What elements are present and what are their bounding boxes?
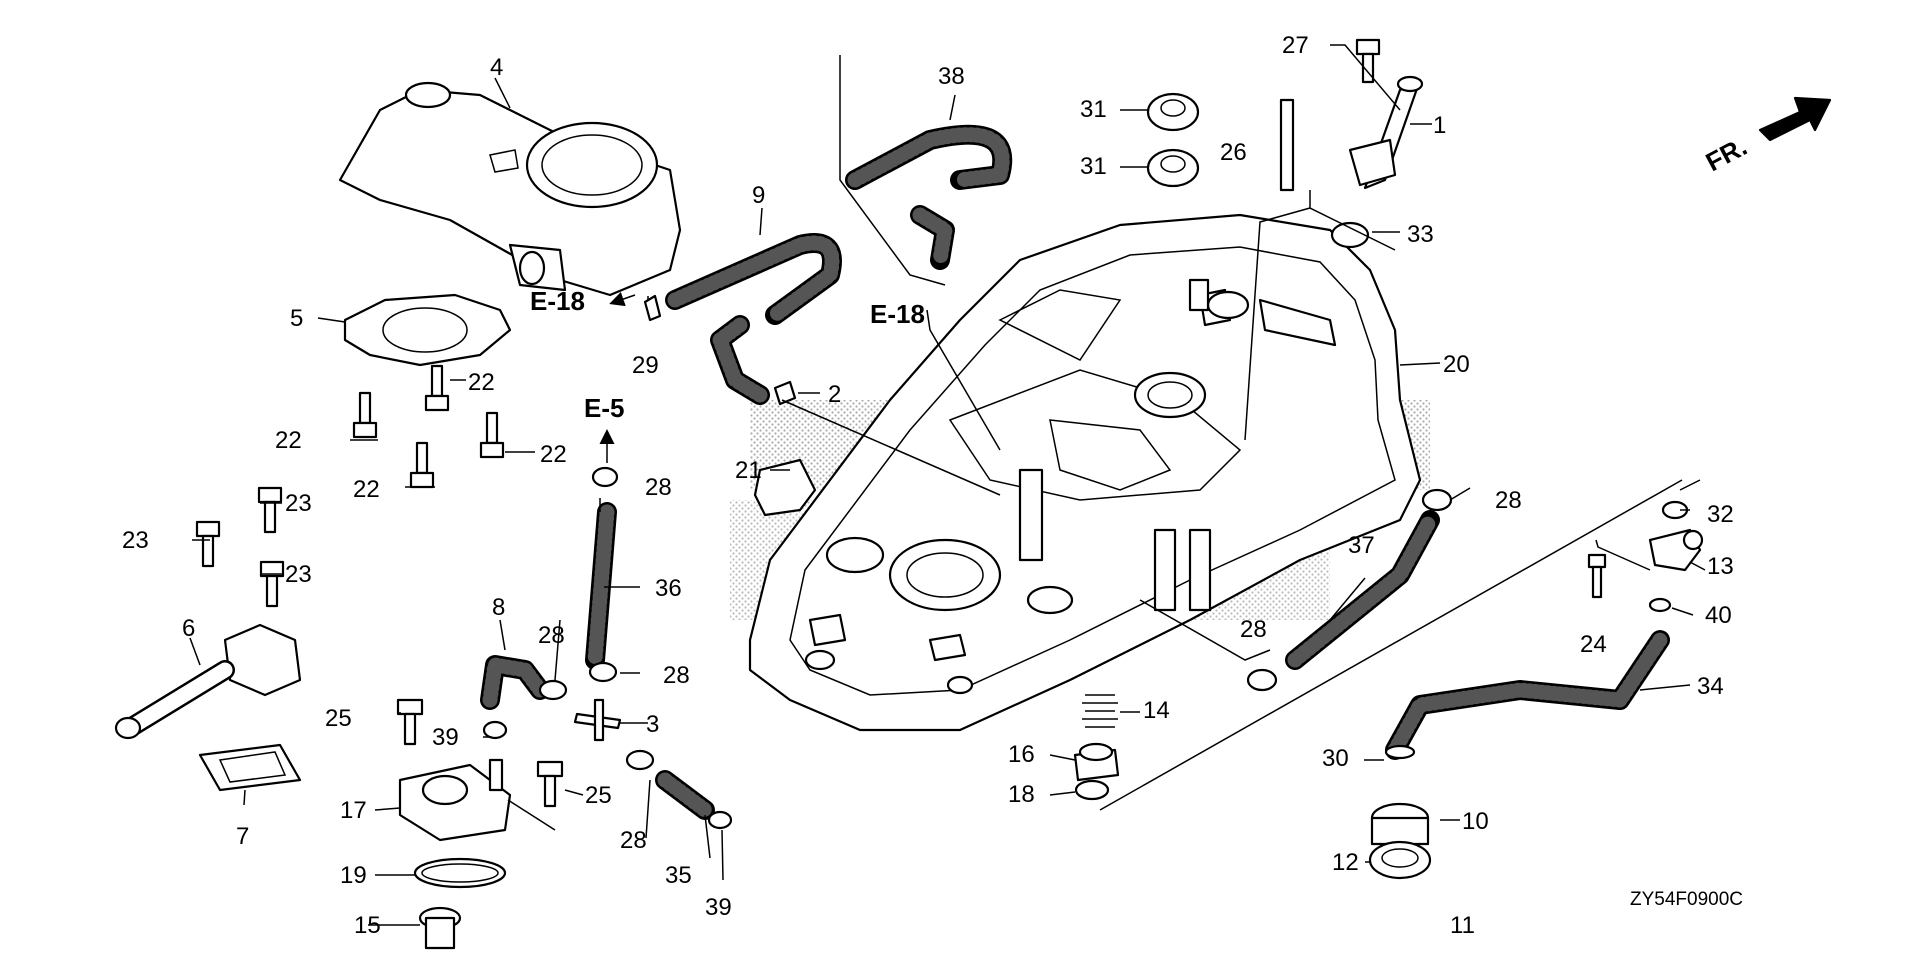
label-part-10: 10 <box>1462 808 1489 835</box>
label-part-28-d: 28 <box>663 662 690 689</box>
label-part-8: 8 <box>492 594 505 621</box>
label-part-2: 2 <box>828 381 841 408</box>
label-part-32: 32 <box>1707 501 1734 528</box>
seal-part-31 <box>1146 92 1200 188</box>
label-part-28-a: 28 <box>645 474 672 501</box>
label-part-31-a: 31 <box>1080 96 1107 123</box>
label-part-7: 7 <box>236 823 249 850</box>
spring-part-14 <box>1082 694 1118 728</box>
cap-part-10 <box>1370 802 1430 846</box>
label-part-1: 1 <box>1433 112 1446 139</box>
label-part-24: 24 <box>1580 631 1607 658</box>
hose-part-8 <box>480 655 550 710</box>
label-part-23-b: 23 <box>122 527 149 554</box>
clamps-part-28 <box>538 466 1453 771</box>
label-part-29: 29 <box>632 352 659 379</box>
gasket-part-5 <box>343 293 512 367</box>
label-part-30: 30 <box>1322 745 1349 772</box>
ref-e18-left: E-18 <box>530 286 585 316</box>
label-part-16: 16 <box>1008 741 1035 768</box>
label-part-27: 27 <box>1282 32 1309 59</box>
part-21 <box>753 458 817 517</box>
label-part-25-a: 25 <box>325 705 352 732</box>
o-ring-part-33 <box>1330 221 1370 249</box>
oil-pan <box>748 213 1422 732</box>
ring-part-12 <box>1368 840 1432 880</box>
label-part-14: 14 <box>1143 697 1170 724</box>
hose-part-38 <box>845 124 1013 270</box>
label-part-22-b: 22 <box>275 427 302 454</box>
label-part-28-f: 28 <box>620 827 647 854</box>
label-part-25-b: 25 <box>585 782 612 809</box>
label-part-22-c: 22 <box>540 441 567 468</box>
label-part-23-a: 23 <box>285 490 312 517</box>
ref-e18-center: E-18 <box>870 299 925 329</box>
label-part-5: 5 <box>290 305 303 332</box>
label-part-6: 6 <box>182 615 195 642</box>
clamps-part-39 <box>482 720 733 830</box>
bolts <box>195 38 1607 808</box>
label-part-9: 9 <box>752 182 765 209</box>
clip-part-40 <box>1648 597 1672 613</box>
label-part-37: 37 <box>1348 532 1375 559</box>
hose-part-34 <box>1385 630 1670 760</box>
label-part-22-d: 22 <box>353 476 380 503</box>
part-17-housing <box>398 758 512 842</box>
label-part-13: 13 <box>1707 553 1734 580</box>
label-part-4: 4 <box>490 54 503 81</box>
part-labels: 1 2 3 4 5 6 7 8 9 10 11 12 13 14 15 16 1… <box>122 32 1734 939</box>
front-direction-arrow: FR. <box>1701 96 1832 177</box>
gasket-part-7 <box>198 743 302 792</box>
label-part-26: 26 <box>1220 139 1247 166</box>
label-part-35: 35 <box>665 862 692 889</box>
label-part-36: 36 <box>655 575 682 602</box>
clip-part-29 <box>643 294 662 322</box>
part-16 <box>1073 742 1120 782</box>
o-ring-part-19 <box>413 857 507 889</box>
hose-part-35 <box>655 770 715 820</box>
ref-e5: E-5 <box>584 393 624 423</box>
clip-part-2 <box>773 380 797 406</box>
label-part-39-a: 39 <box>432 724 459 751</box>
part-6-tube <box>114 623 302 740</box>
front-label: FR. <box>1701 131 1752 177</box>
arrow-e18-left <box>609 291 636 307</box>
label-part-38: 38 <box>938 63 965 90</box>
label-part-15: 15 <box>354 912 381 939</box>
hose-part-37 <box>1285 510 1440 670</box>
label-part-17: 17 <box>340 797 367 824</box>
clip-part-30 <box>1384 744 1416 760</box>
part-15-plug <box>418 906 462 950</box>
label-part-19: 19 <box>340 862 367 889</box>
label-part-22-a: 22 <box>468 369 495 396</box>
label-part-28-c: 28 <box>538 622 565 649</box>
label-part-23-c: 23 <box>285 561 312 588</box>
label-part-20: 20 <box>1443 351 1470 378</box>
hose-part-36 <box>585 502 617 670</box>
label-part-28-e: 28 <box>1240 616 1267 643</box>
hose-part-9 <box>665 233 842 405</box>
t-fitting-part-3 <box>573 698 622 742</box>
label-part-39-b: 39 <box>705 894 732 921</box>
label-part-33: 33 <box>1407 221 1434 248</box>
housing-part-4 <box>338 81 682 297</box>
label-part-31-b: 31 <box>1080 153 1107 180</box>
label-part-40: 40 <box>1705 602 1732 629</box>
label-part-12: 12 <box>1332 849 1359 876</box>
label-part-3: 3 <box>646 711 659 738</box>
part-1-fitting <box>1348 75 1424 190</box>
leader-lines <box>189 44 1706 926</box>
washer-part-18 <box>1074 779 1110 801</box>
diagram-code: ZY54F0900C <box>1630 889 1743 910</box>
label-part-28-b: 28 <box>1495 487 1522 514</box>
label-part-21: 21 <box>735 457 762 484</box>
label-part-34: 34 <box>1697 673 1724 700</box>
label-part-18: 18 <box>1008 781 1035 808</box>
label-part-11: 11 <box>1450 912 1475 939</box>
part-13-fitting <box>1648 528 1704 572</box>
